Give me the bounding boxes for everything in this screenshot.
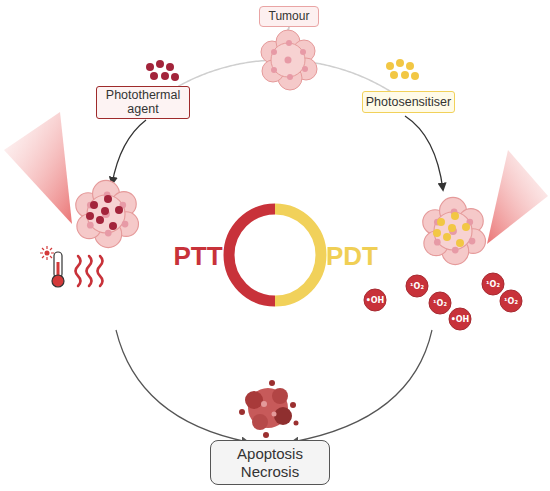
heat-wave <box>76 256 81 286</box>
delivery-arrow <box>405 116 443 190</box>
particle <box>109 222 117 230</box>
particle <box>448 224 456 232</box>
cell-debris <box>272 388 288 404</box>
laser-beam <box>487 150 548 244</box>
ros-label: ¹O₂ <box>410 282 424 291</box>
ros-bubbles <box>364 273 522 330</box>
cell-fragment <box>263 432 269 438</box>
ros-bubble <box>500 290 522 312</box>
particle <box>406 62 414 70</box>
outcome-arrow <box>116 330 248 442</box>
particle <box>156 60 164 68</box>
outcome-arrow <box>292 330 432 442</box>
particle <box>146 63 154 71</box>
ros-label: •OH <box>366 296 385 305</box>
cell-spot <box>261 401 267 407</box>
heat-spark <box>40 246 54 260</box>
cell-fragment <box>269 380 275 386</box>
cell-fragment <box>294 421 299 426</box>
particle <box>96 216 104 224</box>
ros-bubble <box>449 308 471 330</box>
particle <box>451 212 459 220</box>
ros-bubble <box>429 292 451 314</box>
heat-wave <box>87 256 92 286</box>
particle <box>104 195 112 203</box>
cell-debris <box>245 391 263 409</box>
loaded-particles <box>86 195 123 230</box>
particle <box>390 71 398 79</box>
laser-beam <box>4 112 72 224</box>
particle <box>150 72 158 80</box>
heat-waves <box>76 256 103 286</box>
particle <box>90 201 98 209</box>
particle <box>401 71 409 79</box>
particle <box>386 62 394 70</box>
particle <box>86 212 94 220</box>
particle <box>437 218 445 226</box>
ros-label: ¹O₂ <box>486 280 500 289</box>
cell-fragment <box>239 409 245 415</box>
particle <box>115 206 123 214</box>
particle <box>171 73 179 81</box>
agent-box: Photothermal agent <box>96 86 190 119</box>
cell-debris <box>252 414 268 430</box>
thermometer-icon <box>40 246 64 287</box>
particle <box>396 59 404 67</box>
tumour-illustration <box>423 197 486 264</box>
photothermal-particles <box>146 60 179 81</box>
node-label: Photothermal agent <box>100 88 186 117</box>
ptt-ring-half <box>229 209 275 301</box>
tumour-box: Tumour <box>259 6 319 27</box>
particle <box>101 207 109 215</box>
dead-cells <box>239 380 299 438</box>
ros-label: •OH <box>451 315 470 324</box>
ros-label: ¹O₂ <box>504 297 518 306</box>
cell-spot <box>272 412 277 417</box>
tumour-illustration <box>76 180 139 247</box>
heat-spark <box>45 251 50 256</box>
ros-bubble <box>364 289 386 311</box>
particle <box>161 72 169 80</box>
node-label: Tumour <box>269 10 310 24</box>
ros-bubble <box>406 275 428 297</box>
particle <box>462 223 470 231</box>
connector-layer <box>178 27 391 92</box>
pdt-ring-half <box>275 209 321 301</box>
thermometer-bulb <box>52 275 64 287</box>
node-label: Apoptosis Necrosis <box>225 445 315 480</box>
cell-fragment <box>290 402 296 408</box>
particle <box>433 229 441 237</box>
particle <box>411 72 419 80</box>
ros-bubble <box>482 273 504 295</box>
agent-box: Photosensitiser <box>362 91 455 113</box>
therapy-label: PTT <box>173 241 222 272</box>
particle <box>456 239 464 247</box>
therapy-label: PDT <box>326 241 378 272</box>
loaded-particles <box>433 212 470 247</box>
particle <box>443 233 451 241</box>
delivery-arrow <box>112 120 146 184</box>
tumour-illustration <box>261 30 317 90</box>
particle <box>166 63 174 71</box>
heat-wave <box>98 256 103 286</box>
photosensitiser-particles <box>386 59 419 80</box>
thermometer-tube <box>54 252 62 278</box>
cell-debris <box>274 407 292 425</box>
outcome-box: Apoptosis Necrosis <box>210 440 330 485</box>
ros-label: ¹O₂ <box>433 299 447 308</box>
node-label: Photosensitiser <box>366 95 451 109</box>
